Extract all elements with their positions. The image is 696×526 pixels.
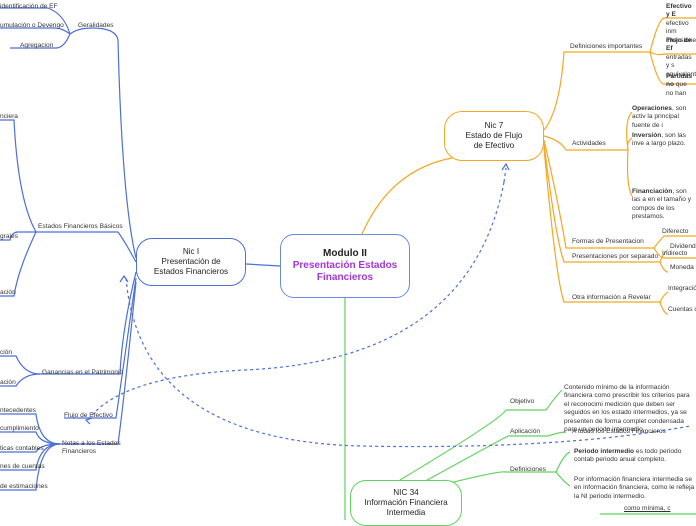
nic1-subtitle-2: Estados Financieros bbox=[153, 267, 229, 276]
nic7-otra-item-2[interactable]: Cuentas c bbox=[668, 306, 696, 313]
nic1-notas-item-2[interactable]: cumplimiento bbox=[0, 425, 39, 432]
central-topic-node[interactable]: Modulo II Presentación Estados Financier… bbox=[280, 234, 410, 298]
nic7-act-item-1-rest: , son activ la principal fuente de i bbox=[632, 105, 687, 129]
nic7-def-item-2-bold: Flujo de Ef bbox=[666, 37, 692, 53]
nic1-basicos-item-3[interactable]: ación bbox=[0, 289, 16, 296]
nic34-subtitle-1: Información Financiera bbox=[364, 498, 448, 507]
nic34-title: NIC 34 bbox=[393, 488, 419, 497]
nic7-act-item-1-bold: Operaciones bbox=[632, 105, 672, 112]
nic7-act-item-1[interactable]: Operaciones, son activ la principal fuen… bbox=[632, 105, 696, 130]
nic7-title: Nic 7 bbox=[484, 121, 504, 130]
nic7-act-item-2-bold: Inversión bbox=[632, 132, 662, 139]
central-title: Modulo II bbox=[323, 248, 367, 259]
nic7-def-item-1-rest: efectivo inm inversiones bbox=[666, 19, 696, 44]
nic7-subtitle-1: Estado de Flujo bbox=[465, 131, 523, 140]
nic1-title: Nic I bbox=[182, 247, 200, 256]
nic1-notas[interactable]: Notas a los Estados Financieros bbox=[62, 440, 121, 456]
nic1-topic-node[interactable]: Nic I Presentación de Estados Financiero… bbox=[136, 238, 246, 286]
nic34-objetivo-text[interactable]: Contenido mínimo de la información finan… bbox=[564, 384, 690, 434]
nic34-definiciones[interactable]: Definiciones bbox=[510, 466, 546, 473]
nic7-act-item-3-rest: , son las a en el tamaño y compos de los… bbox=[632, 188, 692, 221]
central-subtitle-2: Financieros bbox=[316, 272, 374, 283]
nic7-formas-item-1[interactable]: Diferecto bbox=[662, 228, 689, 235]
nic7-separado[interactable]: Presentaciones por separado bbox=[572, 253, 659, 260]
nic34-def-item-1[interactable]: Periodo intermedio es todo periodo conta… bbox=[574, 448, 696, 465]
nic1-notas-item-1[interactable]: ntecedentes bbox=[0, 407, 36, 414]
nic34-topic-node[interactable]: NIC 34 Información Financiera Intermedia bbox=[350, 480, 462, 526]
nic7-def-item-1[interactable]: Efectivo y E efectivo inm inversiones bbox=[666, 3, 696, 45]
nic7-def-item-1-bold: Efectivo y E bbox=[666, 3, 692, 19]
nic1-gen-item-2[interactable]: umulación o Devengo bbox=[0, 22, 64, 29]
nic7-separado-item-2[interactable]: Moneda bbox=[670, 264, 694, 271]
nic34-aplicacion-text[interactable]: A todos los Estados Financieros bbox=[572, 428, 666, 435]
central-subtitle-1: Presentación Estados bbox=[292, 260, 398, 271]
nic34-subtitle-2: Intermedia bbox=[386, 508, 426, 517]
nic1-notas-item-4[interactable]: nes de cuentas bbox=[0, 463, 45, 470]
nic1-gen-item-1[interactable]: identificación de EF bbox=[0, 3, 58, 10]
nic7-separado-item-1[interactable]: Dividend bbox=[670, 243, 696, 250]
nic7-formas[interactable]: Formas de Presentacion bbox=[572, 238, 644, 245]
nic1-patrimonio-item-2[interactable]: ación bbox=[0, 379, 16, 386]
nic1-basicos-item-1[interactable]: nciera bbox=[0, 113, 18, 120]
nic7-def-item-3[interactable]: Partidas no que no han bbox=[666, 73, 696, 98]
nic34-objetivo[interactable]: Objetivo bbox=[510, 398, 535, 405]
nic34-def-item-1-bold: Periodo intermedio bbox=[574, 448, 635, 455]
nic1-notas-item-3[interactable]: ticas contables bbox=[0, 445, 44, 452]
nic7-act-item-3-bold: Financiación bbox=[632, 188, 673, 195]
nic34-def-item-2[interactable]: Por información financiera intermedia se… bbox=[574, 476, 695, 500]
nic7-actividades[interactable]: Actividades bbox=[572, 140, 606, 147]
nic1-generalidades[interactable]: Geralidades bbox=[78, 22, 114, 29]
nic7-act-item-2[interactable]: Inversión, son las inve a largo plazo. bbox=[632, 132, 696, 149]
nic1-subtitle-1: Presentación de bbox=[161, 257, 221, 266]
nic7-subtitle-2: de Efectivo bbox=[473, 141, 515, 150]
nic7-otra-item-1[interactable]: Integració bbox=[668, 285, 696, 292]
nic34-aplicacion[interactable]: Aplicación bbox=[510, 428, 541, 435]
nic1-basicos[interactable]: Estados Financieros Básicos bbox=[38, 223, 123, 230]
nic7-def-item-3-bold: Partidas no bbox=[666, 73, 693, 89]
nic1-flujo[interactable]: Flujo de Efectivo bbox=[64, 412, 113, 419]
nic7-definiciones[interactable]: Definiciones importantes bbox=[570, 43, 643, 50]
nic7-otra[interactable]: Otra información a Revelar bbox=[572, 294, 651, 301]
nic1-notas-item-5[interactable]: de estimaciones bbox=[0, 483, 48, 490]
nic7-def-item-3-rest: que no han bbox=[666, 81, 687, 97]
nic1-basicos-item-2[interactable]: grales bbox=[0, 233, 18, 240]
nic7-def-item-2[interactable]: Flujo de Ef entradas y s equivalente bbox=[666, 37, 696, 79]
nic34-def-item-1-rest: es todo periodo contab periodo anual com… bbox=[574, 448, 682, 464]
nic7-def-item-2-rest: entradas y s equivalente bbox=[666, 53, 696, 78]
nic34-bottom-text[interactable]: como mínima, c bbox=[624, 505, 671, 512]
nic1-patrimonio-item-1[interactable]: ción bbox=[0, 349, 13, 356]
nic1-patrimonio[interactable]: Ganancias en el Patrimonio bbox=[42, 369, 124, 376]
nic7-act-item-2-rest: , son las inve a largo plazo. bbox=[632, 132, 686, 148]
nic7-topic-node[interactable]: Nic 7 Estado de Flujo de Efectivo bbox=[444, 111, 544, 161]
nic7-act-item-3[interactable]: Financiación, son las a en el tamaño y c… bbox=[632, 188, 696, 222]
nic1-gen-item-3[interactable]: Agregacion bbox=[20, 42, 54, 49]
nic7-formas-item-2[interactable]: Indirecto bbox=[662, 250, 688, 257]
